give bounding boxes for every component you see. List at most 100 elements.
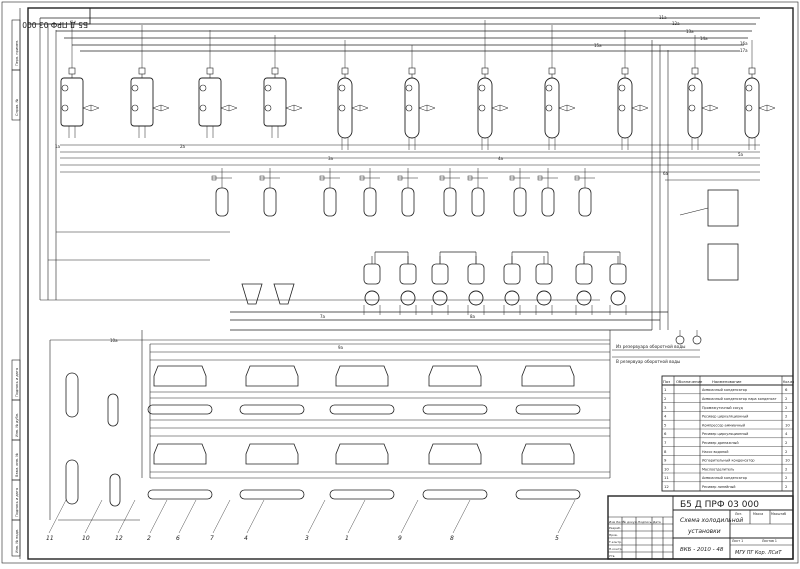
callout-number: 3 — [305, 535, 309, 542]
valve-icon — [259, 175, 265, 181]
cooler-body — [521, 443, 575, 465]
separator-body — [363, 263, 381, 285]
cooler-row2-3 — [329, 443, 395, 500]
note-water-from: В резервуар оборотной воды — [616, 359, 680, 364]
vessel-body — [443, 187, 457, 217]
legend-pos: 8 — [664, 449, 667, 454]
gauge-icon — [131, 84, 139, 92]
legend-name: Компрессор аммиачный — [702, 423, 745, 427]
receiver-8 — [509, 168, 530, 217]
tag-t13: 13а — [686, 29, 694, 34]
separator-body — [431, 263, 449, 285]
receiver-4 — [359, 168, 380, 217]
receiver-body — [147, 404, 213, 415]
gauge-icon — [688, 104, 696, 112]
border-label-inv: Инв. № подл. — [15, 529, 19, 553]
valve-icon — [319, 175, 325, 181]
valve-icon — [211, 175, 217, 181]
border-label-sprav: Справ. № — [15, 99, 19, 116]
pipe-line — [347, 499, 366, 534]
linear-receiver-3 — [65, 459, 79, 505]
condenser-9 — [617, 30, 649, 150]
vessel-body — [215, 187, 229, 217]
valve-icon — [418, 104, 436, 112]
legend-pos: 4 — [664, 414, 667, 419]
compressor-header-2 — [439, 251, 477, 264]
tag-t15: 15а — [594, 43, 602, 48]
tank-body — [707, 243, 739, 281]
separator-body — [399, 263, 417, 285]
legend-pos: 11 — [664, 475, 669, 480]
pipe-line — [679, 207, 709, 216]
legend-qty: 2 — [785, 396, 788, 401]
vessel-body — [107, 393, 119, 427]
vessel-body — [109, 473, 121, 507]
gauge-icon — [405, 84, 413, 92]
valve-icon — [631, 104, 649, 112]
water-pump-2 — [692, 330, 702, 345]
gauge-icon — [264, 84, 272, 92]
callout-number: 6 — [176, 535, 180, 542]
cooler-row2-1 — [147, 443, 213, 500]
valve-icon — [82, 104, 100, 112]
vessel-body — [65, 372, 79, 418]
condenser-11 — [744, 40, 776, 150]
tag-t10: 10а — [110, 338, 118, 343]
compressor-icon — [576, 290, 592, 306]
gauge-icon — [61, 104, 69, 112]
linear-receiver-2 — [107, 393, 119, 427]
border-label-dubl: Инв. № дубл. — [15, 413, 19, 437]
vessel-body — [401, 187, 415, 217]
legend-pos: 2 — [664, 396, 667, 401]
legend-name: Ресивер дренажный — [702, 441, 739, 445]
vessel-body — [513, 187, 527, 217]
pipe-line — [400, 499, 419, 534]
cooler-body — [335, 365, 389, 387]
valve-icon — [68, 67, 76, 75]
tag-t14: 14а — [700, 36, 708, 41]
tank-body — [707, 189, 739, 227]
tb-masshtab: Масштаб — [771, 512, 786, 516]
gauge-icon — [478, 84, 486, 92]
tag-t17: 17а — [740, 48, 748, 53]
compressor-8 — [609, 256, 627, 315]
valve-icon — [397, 175, 403, 181]
receiver-body — [515, 404, 581, 415]
pump-icon — [675, 335, 685, 345]
stamp-code-rotated: Б5 Д ПРФ 03 000 — [22, 20, 88, 29]
compressor-units — [241, 251, 627, 315]
gauge-icon — [338, 84, 346, 92]
border-label-vzam: Взам. инв. № — [15, 453, 19, 477]
legend-header-pos: Поз — [663, 379, 670, 384]
receiver-2 — [259, 168, 280, 217]
stamp-org: МГУ ПГ Кор. ЛСиТ — [735, 550, 782, 556]
header-pipelines — [39, 17, 760, 331]
vessel-body — [323, 187, 337, 217]
valve-icon — [691, 67, 699, 75]
cooler-body — [153, 443, 207, 465]
legend-pos: 5 — [664, 422, 667, 427]
legend-pos: 10 — [664, 466, 669, 471]
gauge-icon — [405, 104, 413, 112]
legend-name: Аммиачный конденсатор — [702, 388, 747, 392]
condenser-5 — [337, 40, 369, 150]
valve-icon — [351, 104, 369, 112]
legend-pos: 6 — [664, 431, 667, 436]
gauge-icon — [61, 84, 69, 92]
pipe-line — [557, 499, 576, 534]
legend-name: Ресивер циркуляционный — [702, 415, 748, 419]
valve-icon — [491, 104, 509, 112]
legend-name: Аммиачный конденсатор пара конденсат — [702, 397, 777, 401]
vessel-body — [578, 187, 592, 217]
callout-number: 4 — [244, 535, 248, 542]
tag-t7: 7а — [320, 314, 326, 319]
tag-t5: 5а — [738, 152, 744, 157]
callout-number: 11 — [46, 535, 54, 542]
condenser-2 — [130, 25, 170, 138]
gauge-icon — [618, 84, 626, 92]
legend-qty: 2 — [785, 475, 788, 480]
